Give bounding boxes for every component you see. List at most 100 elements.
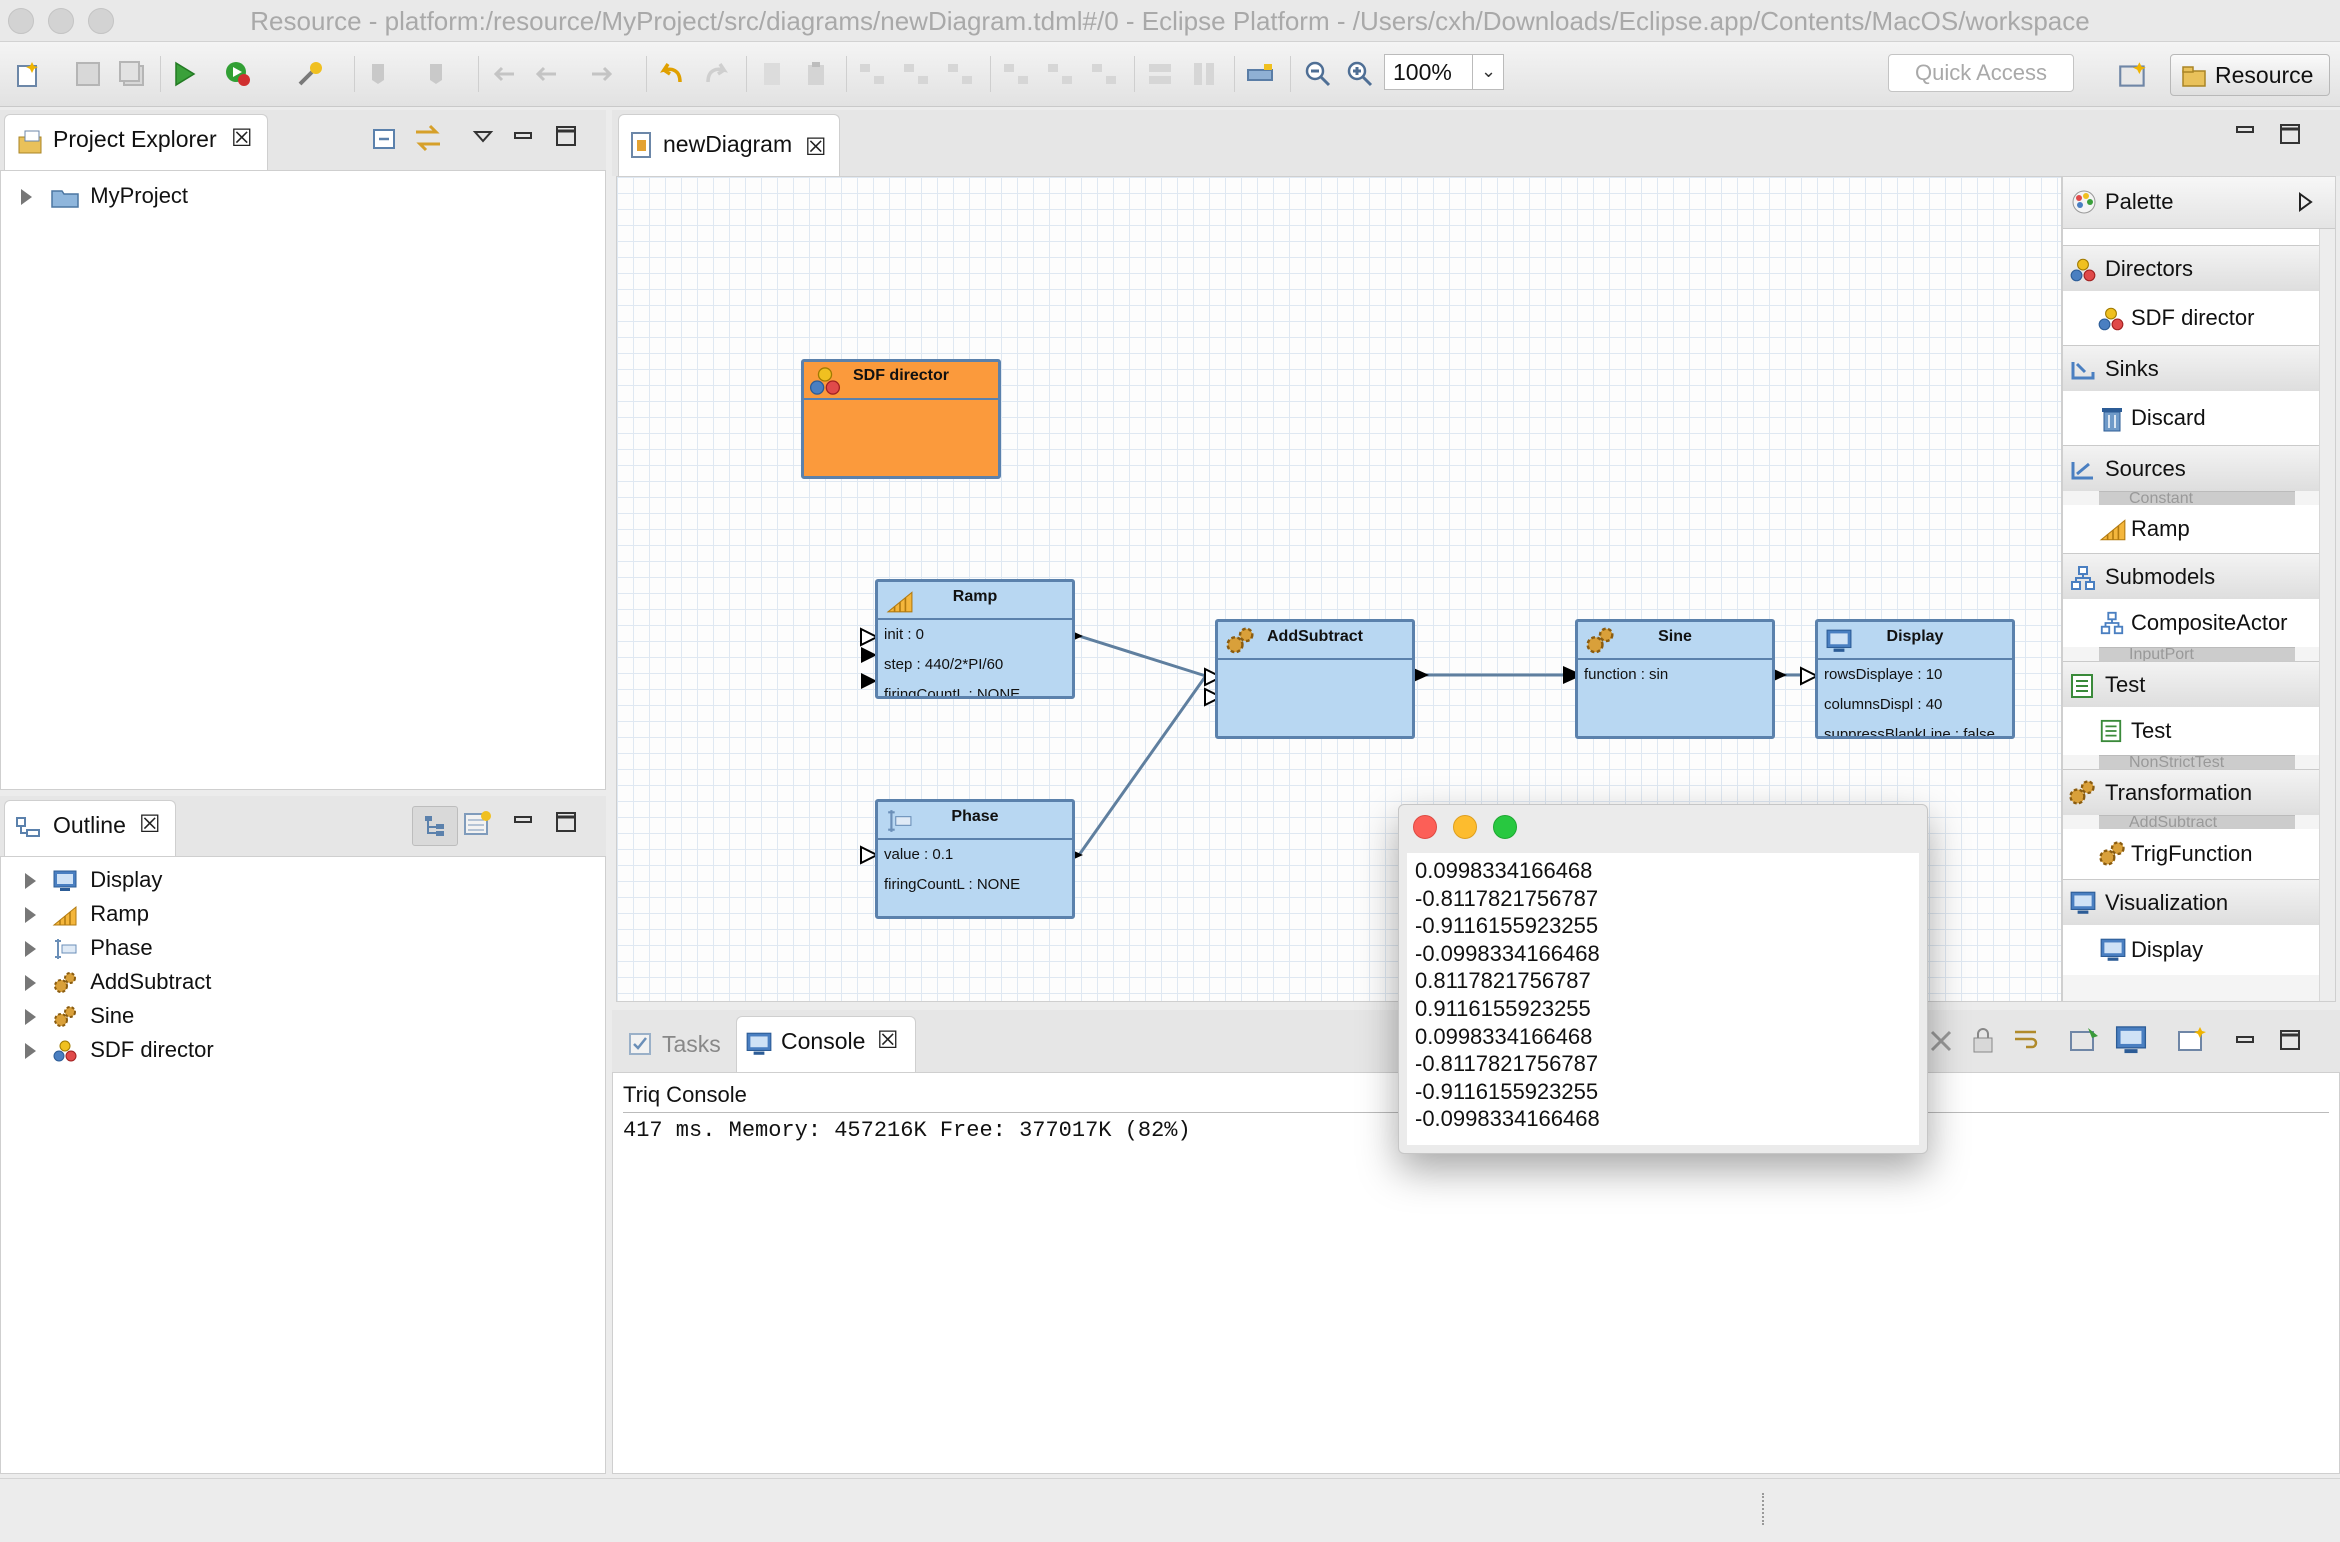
display-output-window[interactable]: 0.0998334166468 -0.8117821756787 -0.9116…: [1398, 804, 1928, 1154]
diagram-canvas[interactable]: SDF director Ramp init : 0 step : 440/2*…: [616, 176, 2062, 1002]
minimize-icon[interactable]: [2234, 120, 2256, 140]
zoom-combo[interactable]: 100%: [1384, 54, 1504, 90]
zoom-window-button[interactable]: [88, 8, 114, 34]
tab-project-explorer[interactable]: Project Explorer ☒: [4, 114, 268, 170]
palette-scrollbar[interactable]: [2319, 229, 2335, 1001]
addsubtract-minus-port[interactable]: [1204, 687, 1224, 707]
ramp-step-port[interactable]: [861, 673, 877, 689]
palette-drawer-directors[interactable]: Directors: [2063, 245, 2319, 291]
addsubtract-actor[interactable]: AddSubtract: [1215, 619, 1415, 739]
outline-item-sdf-director[interactable]: SDF director: [25, 1033, 214, 1067]
tab-tasks[interactable]: Tasks: [618, 1016, 736, 1072]
scroll-lock-icon[interactable]: [1968, 1026, 1998, 1056]
zoom-out-icon[interactable]: [1302, 58, 1334, 90]
collapse-all-icon[interactable]: [370, 124, 400, 154]
outline-item-display[interactable]: Display: [25, 863, 162, 897]
tab-newdiagram[interactable]: newDiagram ☒: [618, 114, 840, 176]
chevron-down-icon[interactable]: ⌄: [1472, 54, 1504, 90]
open-perspective-icon[interactable]: [2116, 58, 2150, 92]
minimize-window-button[interactable]: [1453, 815, 1477, 839]
palette-drawer-visualization[interactable]: Visualization: [2063, 879, 2319, 925]
maximize-icon[interactable]: [554, 124, 578, 148]
sine-input-port[interactable]: [1563, 666, 1583, 684]
expand-arrow-icon[interactable]: [25, 975, 36, 992]
tab-console[interactable]: Console ☒: [736, 1016, 916, 1072]
close-window-button[interactable]: [8, 8, 34, 34]
palette-item-compositeactor[interactable]: CompositeActor: [2063, 599, 2319, 647]
properties-icon[interactable]: [1244, 58, 1276, 90]
expand-arrow-icon[interactable]: [25, 907, 36, 924]
status-splitter[interactable]: [1762, 1493, 1766, 1525]
tab-outline[interactable]: Outline ☒: [4, 800, 176, 856]
close-window-button[interactable]: [1413, 815, 1437, 839]
connection-phase-addsubtract[interactable]: [1077, 676, 1207, 856]
save-all-icon[interactable]: [116, 58, 148, 90]
expand-arrow-icon[interactable]: [25, 873, 36, 890]
palette-item-ramp[interactable]: Ramp: [2063, 505, 2319, 553]
minimize-icon[interactable]: [512, 810, 534, 830]
pin-console-icon[interactable]: [2068, 1024, 2102, 1056]
undo-icon[interactable]: [656, 58, 688, 90]
palette-drawer-sinks[interactable]: Sinks: [2063, 345, 2319, 391]
minimize-icon[interactable]: [2234, 1030, 2256, 1050]
run-icon[interactable]: [168, 58, 200, 90]
palette-drawer-test[interactable]: Test: [2063, 661, 2319, 707]
palette-drawer-submodels[interactable]: Submodels: [2063, 553, 2319, 599]
project-tree-item[interactable]: MyProject: [21, 179, 188, 213]
overview-icon[interactable]: [462, 808, 494, 840]
display-actor[interactable]: Display rowsDisplaye : 10 columnsDispl :…: [1815, 619, 2015, 739]
debug-run-icon[interactable]: [222, 58, 254, 90]
outline-item-phase[interactable]: Phase: [25, 931, 153, 965]
connection-ramp-addsubtract[interactable]: [1078, 634, 1210, 679]
outline-item-sine[interactable]: Sine: [25, 999, 134, 1033]
console-output[interactable]: 417 ms. Memory: 457216K Free: 377017K (8…: [623, 1118, 1191, 1143]
new-icon[interactable]: [12, 58, 44, 90]
palette-item-display[interactable]: Display: [2063, 925, 2319, 975]
expand-arrow-icon[interactable]: [25, 1043, 36, 1060]
minimize-window-button[interactable]: [48, 8, 74, 34]
sine-actor[interactable]: Sine function : sin: [1575, 619, 1775, 739]
addsubtract-plus-port[interactable]: [1204, 667, 1224, 687]
display-output-text[interactable]: 0.0998334166468 -0.8117821756787 -0.9116…: [1407, 853, 1919, 1145]
close-tab-icon[interactable]: ☒: [877, 1027, 899, 1054]
ramp-trigger-port[interactable]: [861, 647, 877, 663]
close-tab-icon[interactable]: ☒: [805, 134, 827, 161]
close-tab-icon[interactable]: ☒: [139, 811, 161, 838]
word-wrap-icon[interactable]: [2010, 1024, 2042, 1056]
zoom-in-icon[interactable]: [1344, 58, 1376, 90]
outline-item-ramp[interactable]: Ramp: [25, 897, 149, 931]
palette-header[interactable]: Palette: [2063, 177, 2335, 229]
expand-arrow-icon[interactable]: [21, 189, 32, 206]
display-input-port[interactable]: [1800, 666, 1820, 686]
save-icon[interactable]: [72, 58, 104, 90]
outline-item-addsubtract[interactable]: AddSubtract: [25, 965, 211, 999]
external-tools-icon[interactable]: [294, 58, 326, 90]
quick-access-input[interactable]: Quick Access: [1888, 54, 2074, 92]
outline-tree-toggle[interactable]: [412, 806, 458, 846]
minimize-icon[interactable]: [512, 126, 534, 146]
view-menu-icon[interactable]: [472, 126, 494, 146]
phase-actor[interactable]: Phase value : 0.1 firingCountL : NONE: [875, 799, 1075, 919]
palette-item-test[interactable]: Test: [2063, 707, 2319, 755]
palette-collapse-icon[interactable]: [2295, 191, 2315, 213]
palette-drawer-transformation[interactable]: Transformation: [2063, 769, 2319, 815]
close-tab-icon[interactable]: ☒: [231, 125, 253, 152]
zoom-window-button[interactable]: [1493, 815, 1517, 839]
expand-arrow-icon[interactable]: [25, 941, 36, 958]
resource-perspective-button[interactable]: Resource: [2170, 54, 2330, 96]
ramp-input-port[interactable]: [860, 627, 880, 647]
palette-drawer-sources[interactable]: Sources: [2063, 445, 2319, 491]
maximize-icon[interactable]: [2278, 122, 2302, 146]
expand-arrow-icon[interactable]: [25, 1009, 36, 1026]
remove-launch-icon[interactable]: [1926, 1026, 1956, 1056]
palette-item-discard[interactable]: Discard: [2063, 391, 2319, 445]
phase-input-port[interactable]: [860, 845, 880, 865]
link-with-editor-icon[interactable]: [412, 122, 444, 154]
open-console-icon[interactable]: [2176, 1024, 2210, 1056]
ramp-actor[interactable]: Ramp init : 0 step : 440/2*PI/60 firingC…: [875, 579, 1075, 699]
sdf-director-actor[interactable]: SDF director: [801, 359, 1001, 479]
maximize-icon[interactable]: [2278, 1028, 2302, 1052]
palette-item-sdf-director[interactable]: SDF director: [2063, 291, 2319, 345]
palette-item-trigfunction[interactable]: TrigFunction: [2063, 829, 2319, 879]
display-selected-console-icon[interactable]: [2114, 1024, 2148, 1056]
